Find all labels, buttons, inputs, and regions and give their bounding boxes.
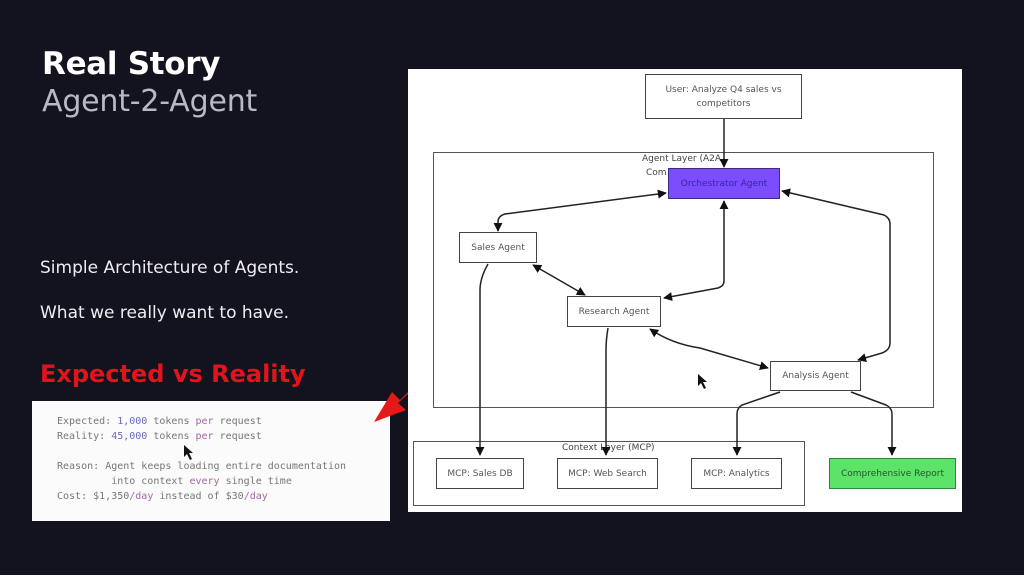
- code-cost-value: $1,350: [93, 491, 130, 502]
- orchestrator-agent-node: Orchestrator Agent: [668, 168, 780, 199]
- mouse-cursor-icon: [184, 445, 193, 460]
- code-reason-text: Agent keeps loading entire documentation: [105, 461, 347, 472]
- code-token: tokens: [153, 431, 190, 442]
- agent-layer-label: Agent Layer (A2A: [642, 154, 722, 164]
- slide-subtitle: Agent-2-Agent: [42, 84, 258, 119]
- code-token: instead of: [159, 491, 220, 502]
- mcp-web-search-node: MCP: Web Search: [557, 458, 658, 489]
- code-token: per: [195, 431, 214, 442]
- comprehensive-report-node: Comprehensive Report: [829, 458, 956, 489]
- code-cost-value-2: $30: [225, 491, 244, 502]
- code-token: request: [219, 431, 262, 442]
- mcp-sales-db-node: MCP: Sales DB: [436, 458, 524, 489]
- user-request-line-2: competitors: [696, 98, 751, 109]
- code-expected-label: Expected:: [57, 416, 112, 427]
- section-heading: Expected vs Reality: [40, 360, 306, 388]
- research-agent-node: Research Agent: [567, 296, 661, 327]
- mcp-analytics-node: MCP: Analytics: [691, 458, 782, 489]
- code-token: every: [189, 476, 220, 487]
- slide-title: Real Story: [42, 46, 221, 82]
- code-token: single time: [225, 476, 292, 487]
- agent-layer-label-cont: Com: [646, 168, 667, 178]
- code-token: request: [219, 416, 262, 427]
- code-expected-value: 1,000: [117, 416, 148, 427]
- code-text: Expected: 1,000 tokens per request Reali…: [57, 414, 346, 504]
- code-cost-label: Cost:: [57, 491, 88, 502]
- analysis-agent-node: Analysis Agent: [770, 361, 861, 391]
- body-text-architecture: Simple Architecture of Agents.: [40, 258, 300, 278]
- agent-layer-container: [433, 152, 934, 408]
- code-snippet: Expected: 1,000 tokens per request Reali…: [32, 401, 390, 521]
- code-reality-label: Reality:: [57, 431, 106, 442]
- code-reality-value: 45,000: [111, 431, 148, 442]
- sales-agent-node: Sales Agent: [459, 232, 537, 263]
- user-request-line-1: User: Analyze Q4 sales vs: [665, 84, 782, 95]
- code-token: into context: [111, 476, 184, 487]
- code-token: per: [195, 416, 214, 427]
- code-token: /day: [129, 491, 154, 502]
- user-request-box: User: Analyze Q4 sales vs competitors: [645, 74, 802, 119]
- code-reason-label: Reason:: [57, 461, 100, 472]
- body-text-want: What we really want to have.: [40, 303, 289, 323]
- context-layer-label: Context Layer (MCP): [562, 443, 655, 453]
- context-layer-container: [413, 441, 805, 506]
- code-token: tokens: [153, 416, 190, 427]
- code-token: /day: [243, 491, 268, 502]
